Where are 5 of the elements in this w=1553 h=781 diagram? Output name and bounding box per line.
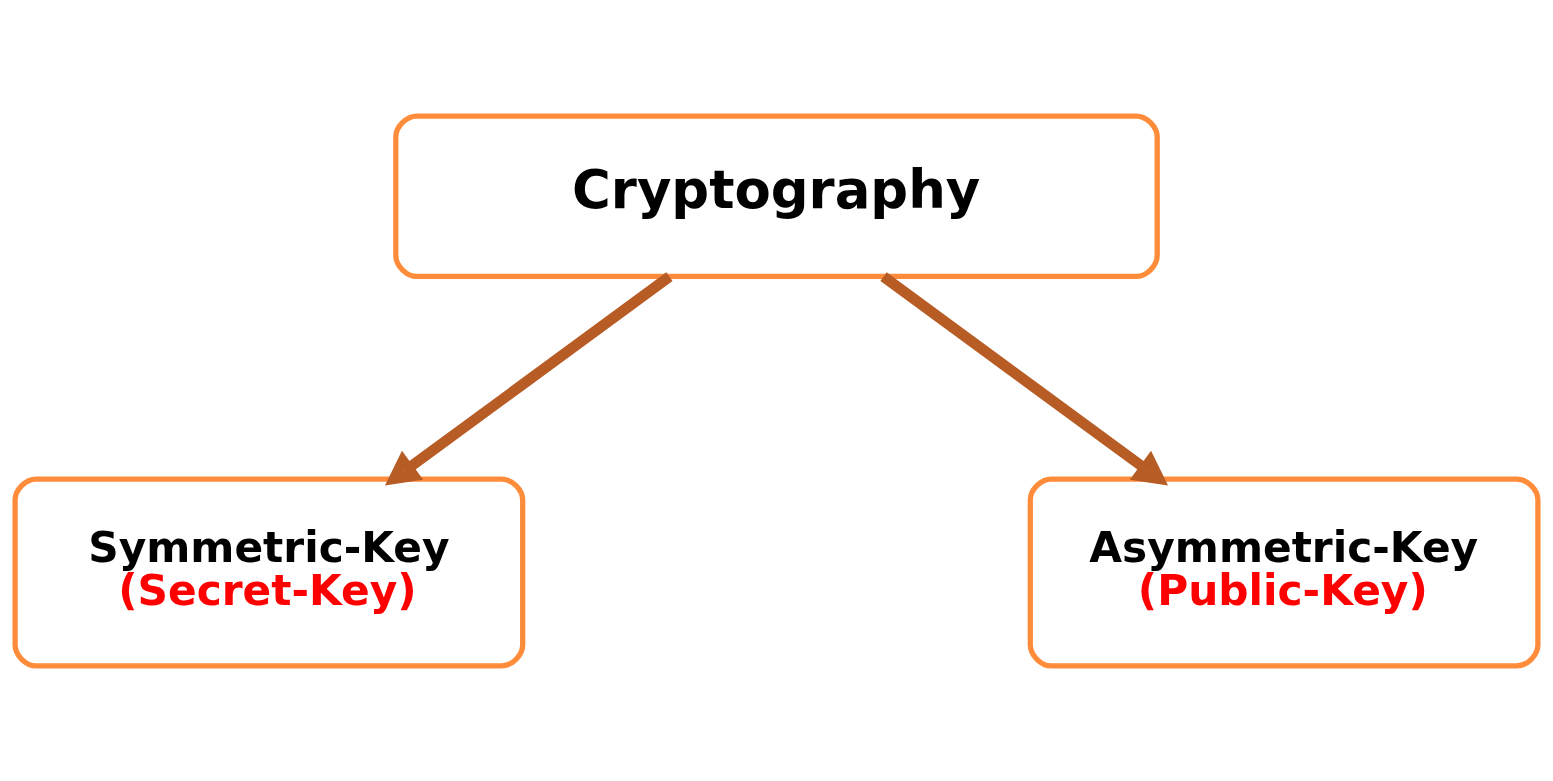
arrow (880, 271, 1169, 486)
arrow (384, 271, 673, 486)
node-box: Cryptography (393, 112, 1160, 279)
node-box: Symmetric-Key (Secret-Key) (12, 475, 526, 669)
node-box: Asymmetric-Key (Public-Key) (1027, 475, 1541, 669)
